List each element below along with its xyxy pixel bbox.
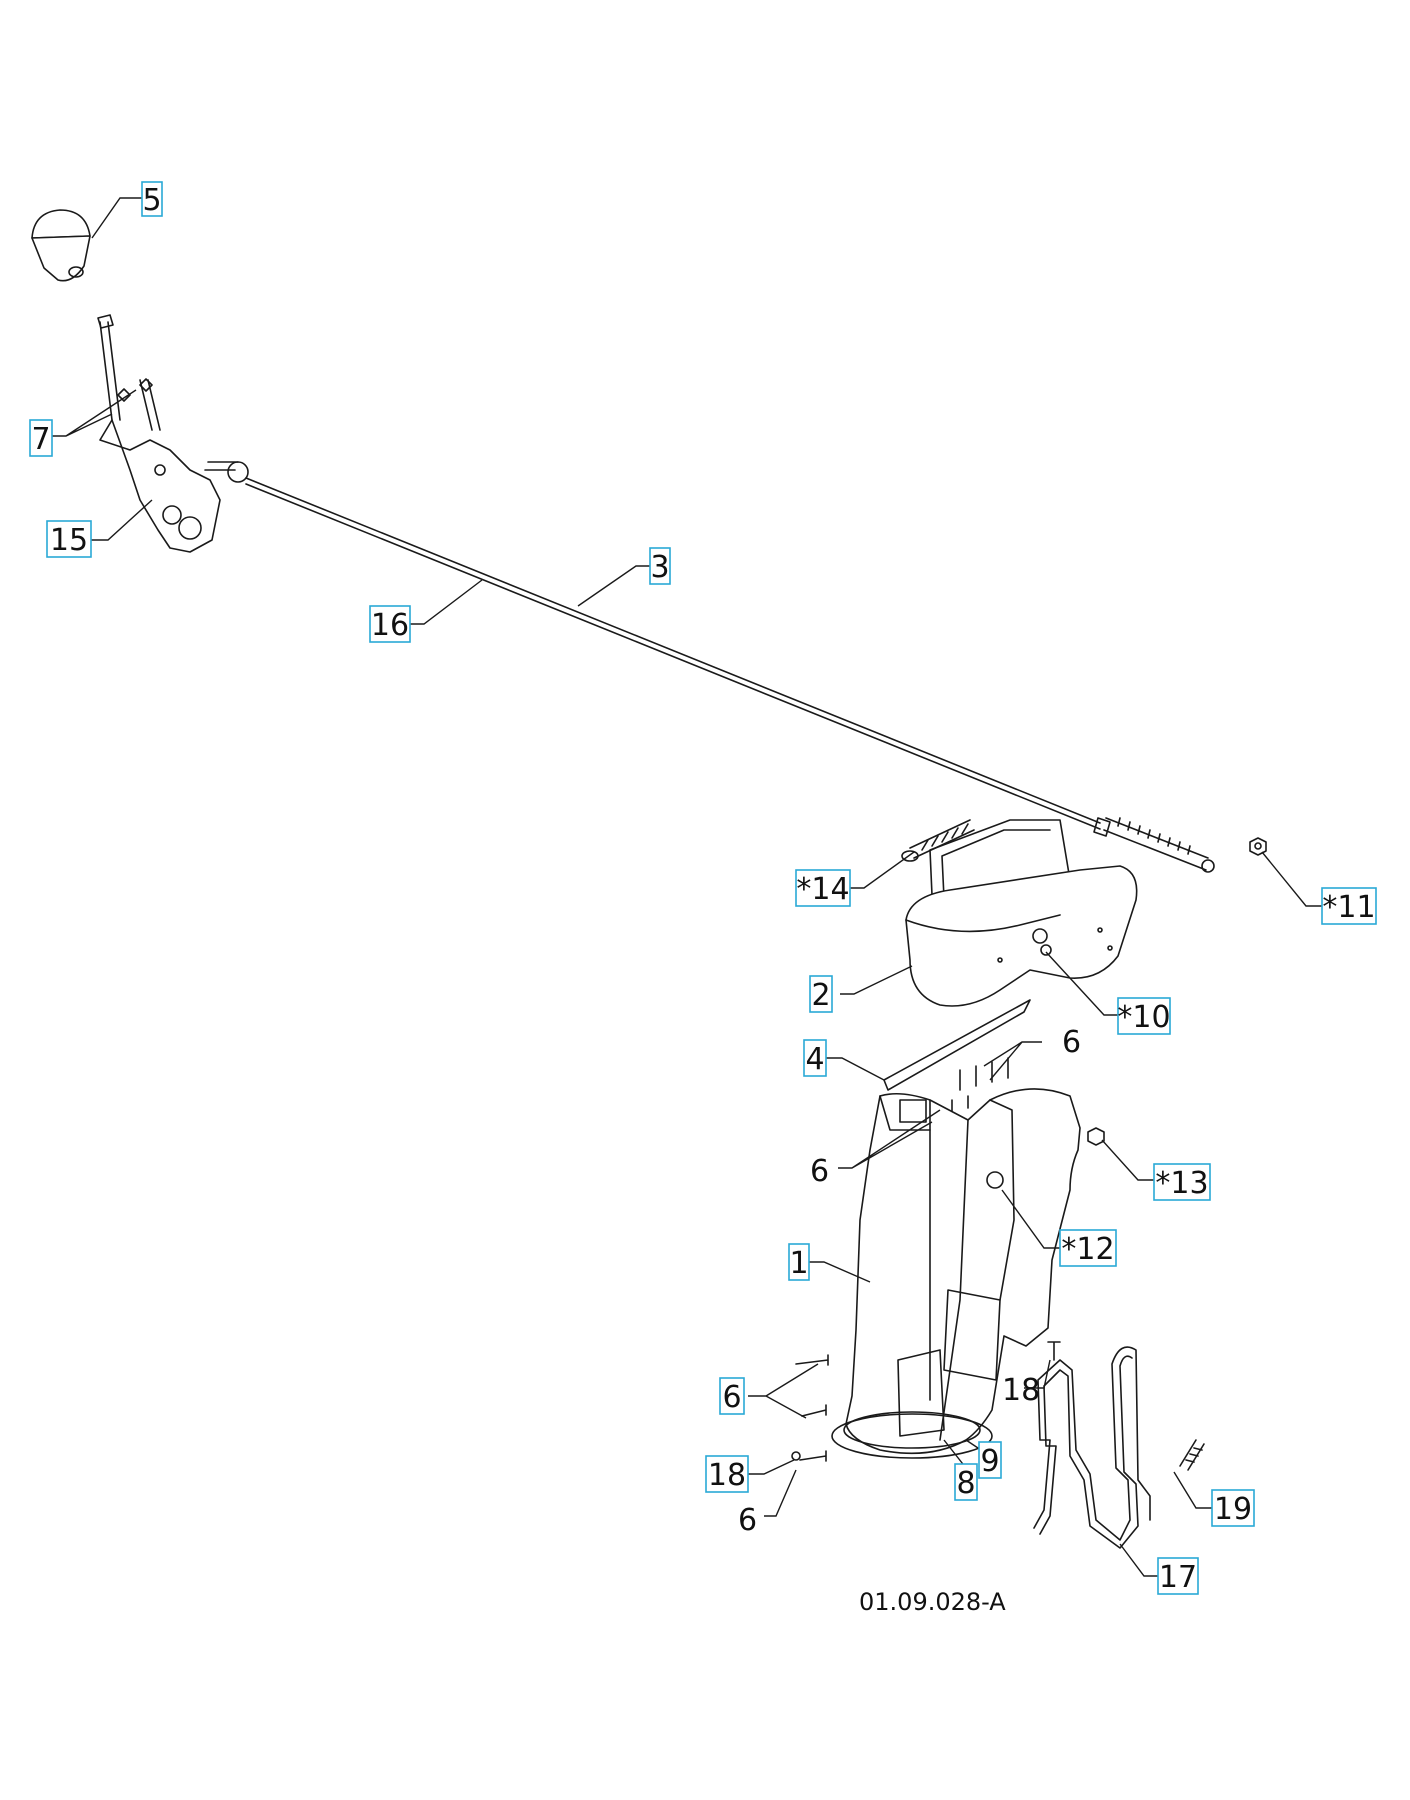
- drawing-id: 01.09.028-A: [859, 1588, 1006, 1616]
- callout-2: 2: [809, 975, 833, 1013]
- svg-text:*11: *11: [1322, 890, 1375, 925]
- callout-16: 16: [369, 605, 411, 643]
- callout-1: 1: [788, 1243, 810, 1281]
- part-bolts-lower: [791, 1354, 829, 1462]
- label-6-middle: 6: [810, 1154, 829, 1189]
- part-plate: [883, 999, 1031, 1091]
- part-spring-pin: [901, 819, 975, 862]
- part-control-handle: [97, 314, 249, 553]
- label-18-bracket: 18: [1002, 1373, 1040, 1408]
- callout-14: *14: [795, 869, 851, 907]
- svg-text:7: 7: [31, 422, 50, 457]
- svg-text:2: 2: [811, 978, 830, 1013]
- callout-17: 17: [1157, 1557, 1199, 1595]
- part-bolt-10: [1040, 944, 1052, 956]
- svg-text:17: 17: [1159, 1560, 1197, 1595]
- svg-text:18: 18: [708, 1458, 746, 1493]
- svg-text:*12: *12: [1061, 1232, 1114, 1267]
- part-rod-bracket: [1033, 1346, 1151, 1549]
- svg-text:6: 6: [722, 1380, 741, 1415]
- callout-11: *11: [1321, 887, 1377, 925]
- callout-12: *12: [1059, 1229, 1117, 1267]
- svg-text:*13: *13: [1155, 1166, 1208, 1201]
- svg-text:3: 3: [650, 550, 669, 585]
- svg-text:19: 19: [1214, 1492, 1252, 1527]
- svg-text:4: 4: [805, 1042, 824, 1077]
- callout-7: 7: [29, 419, 53, 457]
- svg-text:*10: *10: [1117, 1000, 1170, 1035]
- leader-lines: [52, 197, 1322, 1577]
- callout-13: *13: [1153, 1163, 1211, 1201]
- callout-5: 5: [141, 181, 163, 218]
- callout-4: 4: [803, 1039, 827, 1077]
- part-control-rod: [245, 477, 1215, 873]
- callout-8: 8: [954, 1463, 978, 1501]
- part-bolt-18: [1047, 1341, 1061, 1361]
- svg-text:16: 16: [371, 608, 409, 643]
- callout-9: 9: [978, 1441, 1002, 1479]
- svg-text:8: 8: [956, 1466, 975, 1501]
- svg-text:15: 15: [50, 523, 88, 558]
- part-nut-13: [1087, 1127, 1105, 1146]
- svg-text:5: 5: [142, 183, 161, 218]
- part-nut-11: [1249, 837, 1267, 856]
- svg-text:1: 1: [789, 1246, 808, 1281]
- callout-18: 18: [705, 1455, 749, 1493]
- callout-10: *10: [1117, 997, 1171, 1035]
- svg-text:9: 9: [980, 1444, 999, 1479]
- label-6-upper-right: 6: [1062, 1025, 1081, 1060]
- callout-3: 3: [649, 547, 671, 585]
- callout-19: 19: [1211, 1489, 1255, 1527]
- part-knob: [31, 209, 91, 282]
- label-6-lower: 6: [738, 1503, 757, 1538]
- part-deflector: [905, 819, 1138, 1007]
- part-spring-19: [1179, 1439, 1205, 1471]
- svg-text:*14: *14: [796, 872, 849, 907]
- callout-6: 6: [719, 1377, 745, 1415]
- part-chute: [831, 1088, 1081, 1459]
- callout-15: 15: [46, 520, 92, 558]
